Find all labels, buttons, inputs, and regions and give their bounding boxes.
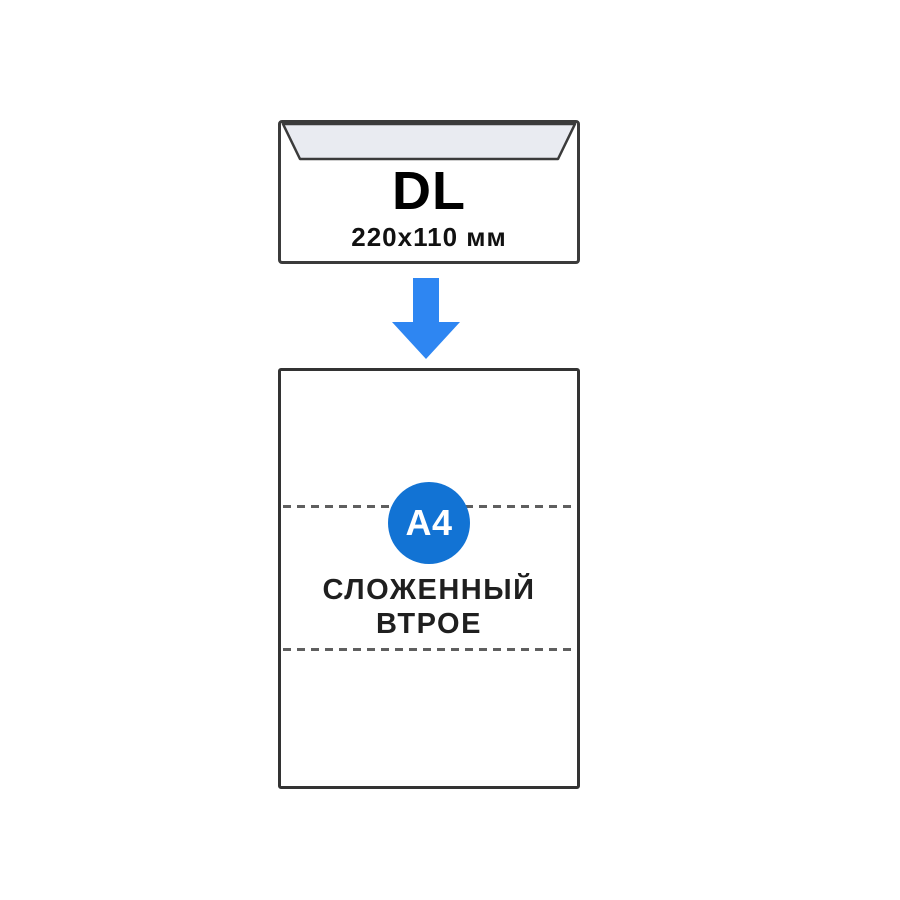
fold-line-bottom	[283, 648, 575, 651]
envelope-format-label: DL	[392, 161, 466, 221]
caption-line-2: ВТРОЕ	[376, 608, 482, 640]
envelope-size-label: 220x110 мм	[351, 222, 507, 252]
a4-badge-label: A4	[405, 502, 453, 543]
sheet-caption: СЛОЖЕННЫЙ ВТРОЕ	[281, 573, 577, 641]
caption-line-1: СЛОЖЕННЫЙ	[322, 574, 536, 606]
a4-sheet: A4 СЛОЖЕННЫЙ ВТРОЕ	[278, 368, 580, 789]
a4-badge: A4	[388, 482, 470, 564]
down-arrow-icon	[392, 278, 460, 359]
dl-envelope: DL 220x110 мм	[278, 120, 580, 264]
envelope-flap	[281, 123, 577, 161]
